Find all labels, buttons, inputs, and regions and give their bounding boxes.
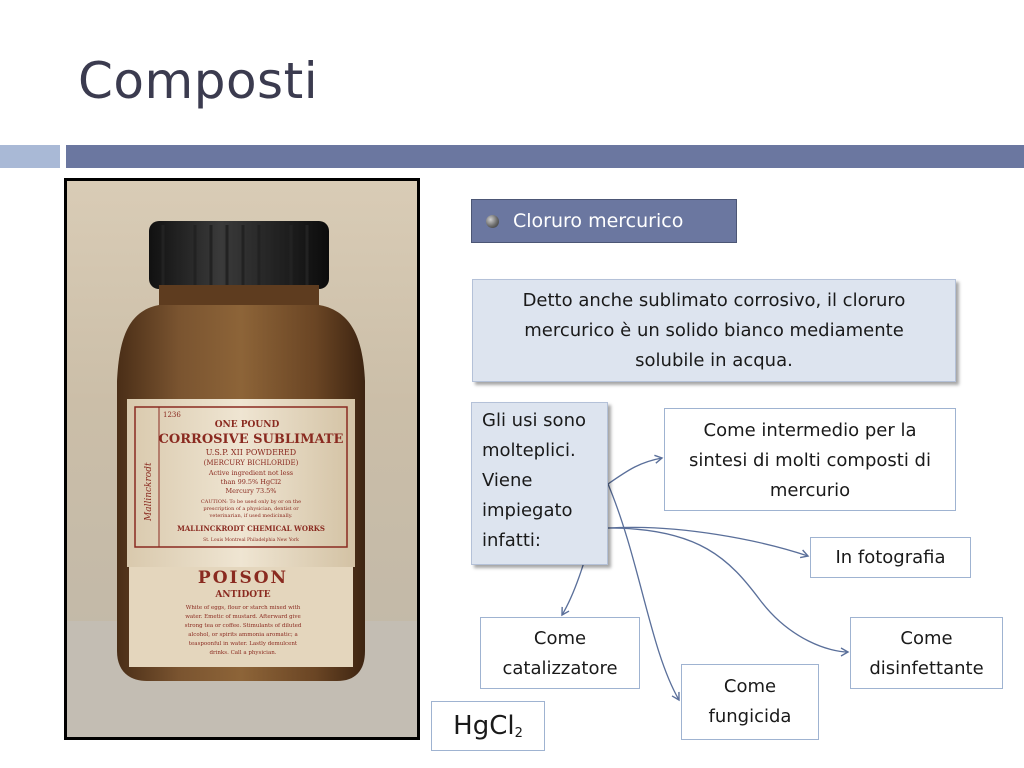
uses-intro-box: Gli usi sono molteplici. Viene impiegato…: [471, 402, 608, 565]
use-catalizzatore-box: Come catalizzatore: [480, 617, 640, 689]
title-accent-bar: [66, 145, 1024, 168]
use-disinfettante-box: Come disinfettante: [850, 617, 1003, 689]
topic-label: Cloruro mercurico: [513, 210, 684, 232]
svg-text:alcohol, or spirits ammonia ar: alcohol, or spirits ammonia aromatic; a: [188, 632, 298, 638]
arrow-to-fotografia: [607, 526, 810, 559]
svg-text:St. Louis Montreal Phila: St. Louis Montreal Philadelphia New York: [203, 537, 299, 543]
svg-text:Mercury 73.5%: Mercury 73.5%: [226, 487, 277, 495]
svg-text:Mallinckrodt: Mallinckrodt: [144, 462, 154, 522]
bottle-illustration: 1236 ONE POUND CORROSIVE SUBLIMATE U.S.P…: [67, 221, 417, 737]
formula-box: HgCl2: [431, 701, 545, 751]
svg-text:CAUTION: To be used only by or: CAUTION: To be used only by or on the: [201, 499, 301, 505]
svg-text:Active ingredient not less: Active ingredient not less: [208, 469, 293, 477]
formula-base: HgCl: [453, 711, 515, 741]
bottle-photo: 1236 ONE POUND CORROSIVE SUBLIMATE U.S.P…: [64, 178, 420, 740]
svg-text:U.S.P. XII POWDERED: U.S.P. XII POWDERED: [206, 448, 296, 457]
bottle-photo-image: 1236 ONE POUND CORROSIVE SUBLIMATE U.S.P…: [67, 181, 417, 737]
svg-text:strong tea or coffee. Stimulan: strong tea or coffee. Stimulants of dilu…: [185, 623, 302, 629]
svg-text:drinks. Call a physician.: drinks. Call a physician.: [209, 650, 276, 656]
label-number: 1236: [163, 411, 181, 419]
use-fungicida-box: Come fungicida: [681, 664, 819, 740]
slide-title: Composti: [78, 52, 319, 110]
formula-subscript: 2: [514, 726, 523, 741]
bullet-icon: [486, 214, 499, 228]
svg-text:prescription of a physician, d: prescription of a physician, dentist or: [203, 506, 299, 512]
label-product: CORROSIVE SUBLIMATE: [159, 432, 344, 447]
description-box: Detto anche sublimato corrosivo, il clor…: [472, 279, 956, 382]
arrow-to-intermedio: [607, 454, 664, 485]
label-maker: MALLINCKRODT CHEMICAL WORKS: [177, 524, 325, 533]
svg-text:White of eggs, flour or starch: White of eggs, flour or starch mixed wit…: [186, 605, 301, 611]
svg-text:than 99.5% HgCl2: than 99.5% HgCl2: [221, 478, 282, 486]
svg-text:teaspoonful in water. Lastly d: teaspoonful in water. Lastly demulcent: [189, 641, 298, 647]
svg-text:(MERCURY BICHLORIDE): (MERCURY BICHLORIDE): [204, 459, 299, 467]
label-poison: POISON: [198, 568, 288, 588]
svg-text:water. Emetic of mustard. Afte: water. Emetic of mustard. Afterward give: [185, 614, 301, 620]
svg-text:veterinarian, if used medicina: veterinarian, if used medicinally.: [209, 513, 293, 519]
title-accent-bar-left: [0, 145, 60, 168]
topic-heading: Cloruro mercurico: [471, 199, 737, 243]
use-intermedio-box: Come intermedio per la sintesi di molti …: [664, 408, 956, 511]
svg-text:ONE POUND: ONE POUND: [215, 420, 280, 430]
use-fotografia-box: In fotografia: [810, 537, 971, 578]
svg-text:ANTIDOTE: ANTIDOTE: [214, 590, 270, 600]
